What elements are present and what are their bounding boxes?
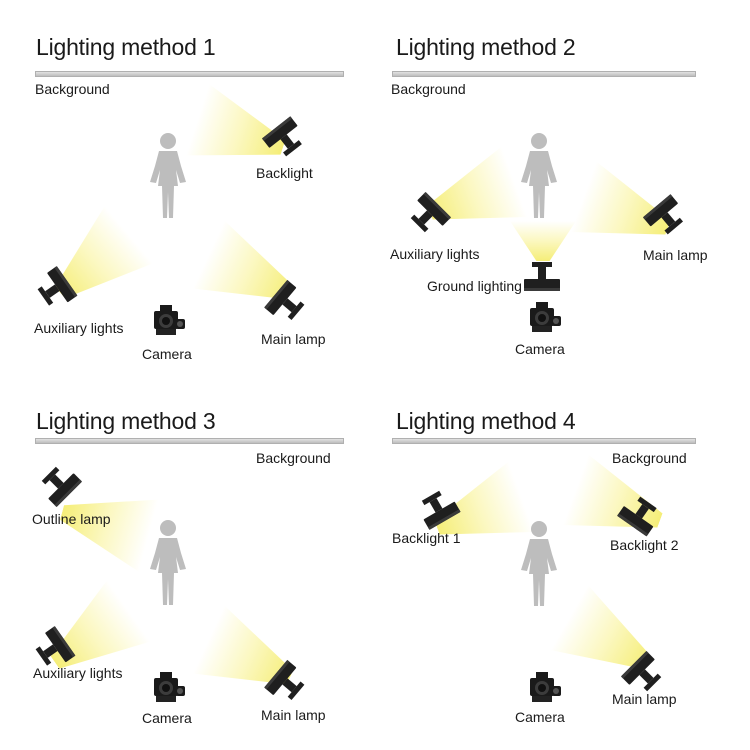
label-auxiliary-lights: Auxiliary lights (390, 246, 480, 262)
softbox-lamp-icon (637, 189, 696, 248)
panel-lighting-method-4: Lighting method 4 Background Backlight 1… (375, 375, 750, 750)
panel-title: Lighting method 4 (396, 408, 576, 434)
label-backlight: Backlight (256, 165, 313, 181)
label-backlight-1: Backlight 1 (392, 530, 461, 546)
label-main-lamp: Main lamp (261, 331, 326, 347)
panel-title: Lighting method 2 (396, 34, 576, 60)
label-camera: Camera (515, 709, 565, 725)
label-outline-lamp: Outline lamp (32, 511, 111, 527)
person-silhouette-icon (517, 520, 561, 606)
panel-title: Lighting method 3 (36, 408, 216, 434)
label-camera: Camera (142, 710, 192, 726)
panel-lighting-method-3: Lighting method 3 Background Outline lam… (0, 375, 375, 750)
background-label: Background (35, 81, 110, 97)
label-camera: Camera (142, 346, 192, 362)
label-main-lamp: Main lamp (612, 691, 677, 707)
label-main-lamp: Main lamp (643, 247, 708, 263)
softbox-lamp-icon (520, 255, 564, 295)
label-ground-lighting: Ground lighting (427, 278, 522, 294)
camera-icon (152, 672, 186, 704)
label-auxiliary-lights: Auxiliary lights (34, 320, 124, 336)
panel-lighting-method-1: Lighting method 1 Background Backlight A… (0, 0, 375, 375)
person-silhouette-icon (517, 132, 561, 218)
label-main-lamp: Main lamp (261, 707, 326, 723)
label-camera: Camera (515, 341, 565, 357)
background-bar (392, 438, 696, 444)
panel-lighting-method-2: Lighting method 2 Background Auxiliary l… (375, 0, 750, 375)
camera-icon (528, 672, 562, 704)
label-auxiliary-lights: Auxiliary lights (33, 665, 123, 681)
background-bar (35, 71, 344, 77)
label-backlight-2: Backlight 2 (610, 537, 679, 553)
person-silhouette-icon (146, 519, 190, 605)
softbox-lamp-icon (256, 111, 315, 170)
camera-icon (152, 305, 186, 337)
panel-title: Lighting method 1 (36, 34, 216, 60)
camera-icon (528, 302, 562, 334)
person-silhouette-icon (146, 132, 190, 218)
background-bar (35, 438, 344, 444)
background-label: Background (391, 81, 466, 97)
background-label: Background (256, 450, 331, 466)
background-label: Background (612, 450, 687, 466)
softbox-lamp-icon (28, 453, 87, 512)
background-bar (392, 71, 696, 77)
